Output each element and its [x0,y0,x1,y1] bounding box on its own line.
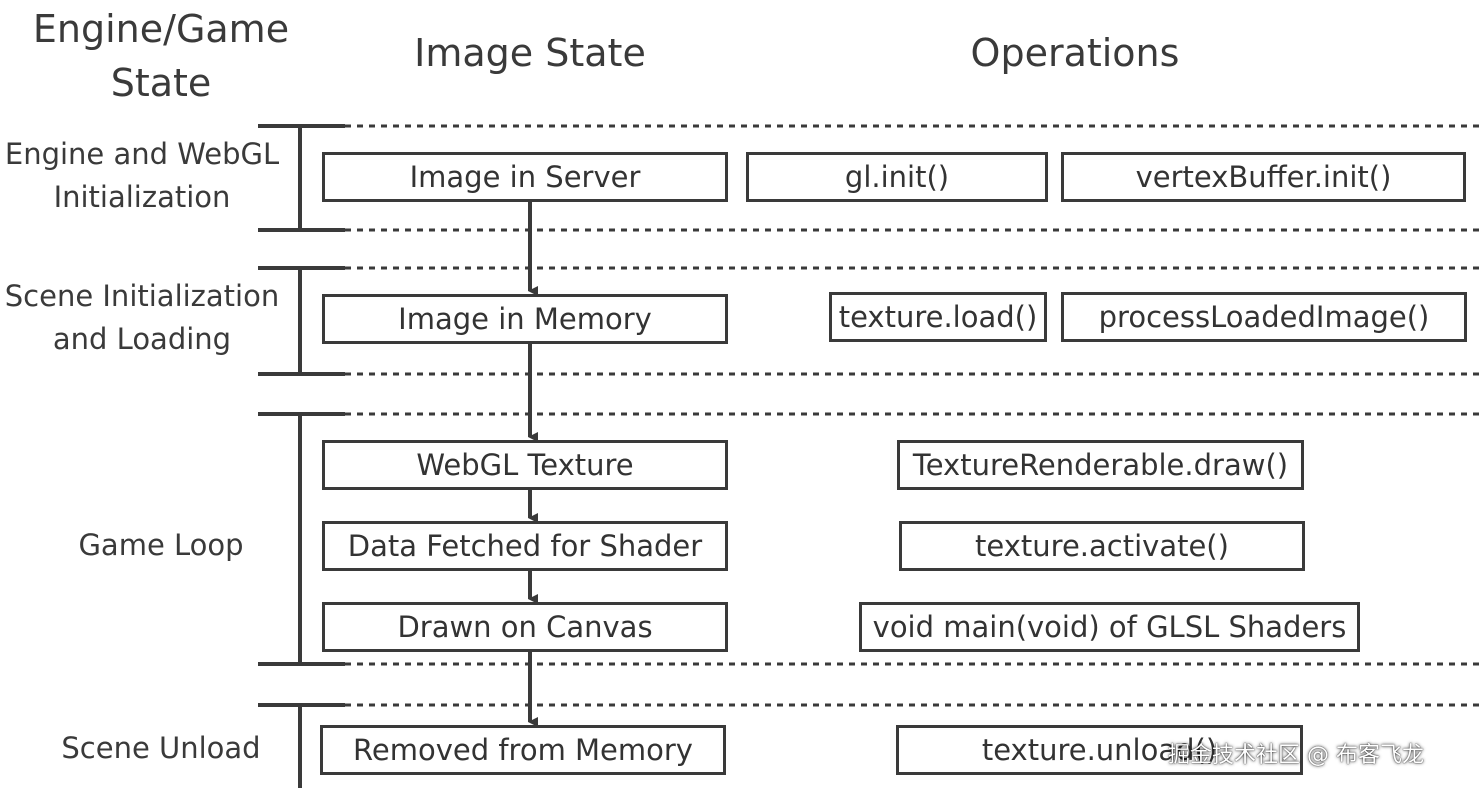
stage-bracket-3 [258,412,345,666]
stage-bracket-1 [258,124,345,232]
op-glsl-main: void main(void) of GLSL Shaders [859,602,1360,652]
stage-label-scene-init: Scene Initialization and Loading [4,279,280,356]
op-process-loaded-image: processLoadedImage() [1061,292,1467,342]
image-state-server: Image in Server [322,152,728,202]
stage-label-game-loop: Game Loop [78,528,244,562]
stage-bracket-2 [258,266,345,376]
op-gl-init: gl.init() [746,152,1048,202]
op-texture-renderable-draw: TextureRenderable.draw() [897,440,1304,490]
op-texture-load: texture.load() [829,292,1047,342]
image-state-memory: Image in Memory [322,294,728,344]
header-operations: Operations [970,31,1180,75]
stage-bracket-4 [258,703,345,788]
header-image-state: Image State [414,31,646,75]
image-state-removed: Removed from Memory [320,725,726,775]
image-state-drawn-on-canvas: Drawn on Canvas [322,602,728,652]
header-engine-state: Engine/Game State [32,7,290,105]
stage-label-engine-init: Engine and WebGL Initialization [4,137,280,214]
stage-label-scene-unload: Scene Unload [61,731,261,765]
op-texture-unload: texture.unload() [896,725,1303,775]
watermark: 掘金技术社区 @ 布客飞龙 [1168,743,1424,768]
op-texture-activate: texture.activate() [899,521,1305,571]
image-state-data-fetched: Data Fetched for Shader [322,521,728,571]
op-vertexbuffer-init: vertexBuffer.init() [1061,152,1466,202]
dotted-dividers [345,124,1479,707]
image-state-webgl-texture: WebGL Texture [322,440,728,490]
